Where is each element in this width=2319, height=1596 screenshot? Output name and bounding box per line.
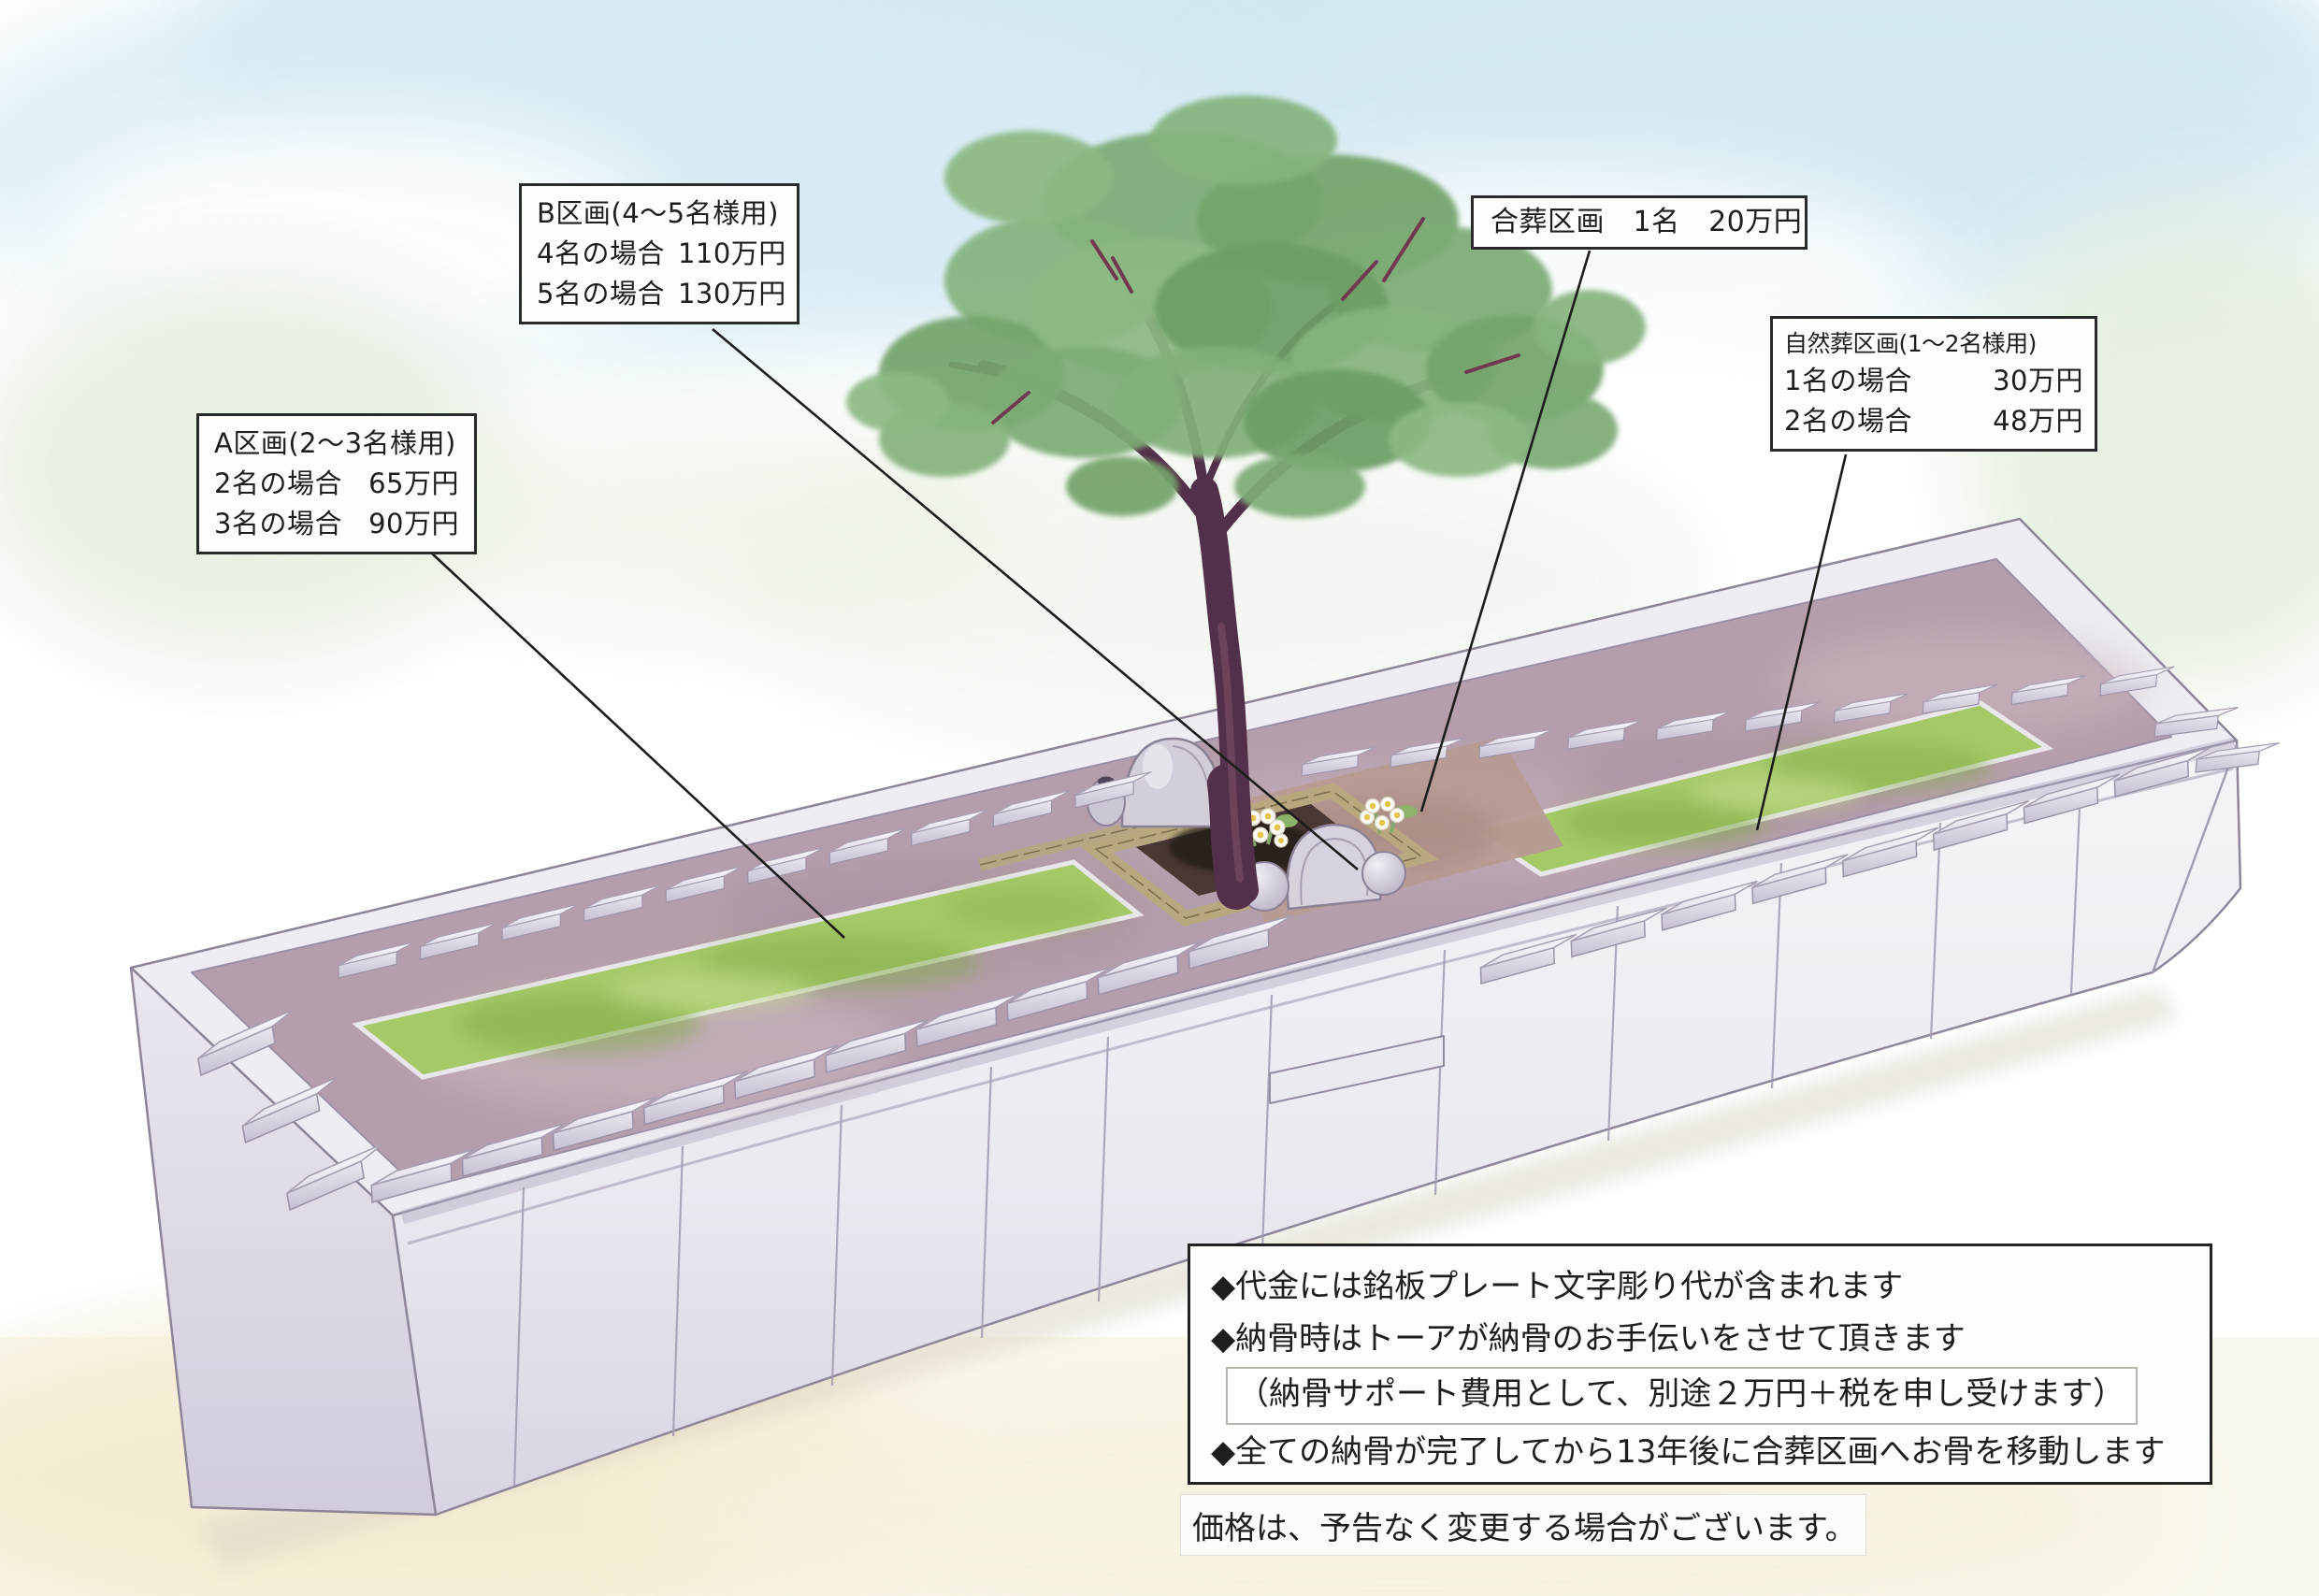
note-line-2: ◆納骨時はトーアが納骨のお手伝いをさせて頂きます (1211, 1319, 1966, 1358)
tree-icon (846, 95, 1646, 910)
callout-line-gassou (1419, 250, 1592, 812)
shizensou-row-2: 2名の場合 48万円 (1784, 404, 2083, 437)
callout-line-b-section (712, 328, 1359, 870)
flower-vase-right (1359, 796, 1418, 896)
shizensou-title: 自然葬区画(1～2名様用) (1784, 330, 2037, 357)
grass-strip-a-section (352, 859, 1145, 1080)
section-a-row-1: 2名の場合 65万円 (214, 467, 459, 499)
section-b-title: B区画(4～5名様用) (537, 197, 779, 229)
shizensou-row-1: 1名の場合 30万円 (1784, 365, 2083, 396)
callout-line-shizensou (1755, 453, 1848, 831)
note-line-1: ◆代金には銘板プレート文字彫り代が含まれます (1211, 1268, 1904, 1305)
section-a-row-2: 3名の場合 90万円 (214, 507, 459, 539)
callout-gassou: 合葬区画 1名 20万円 (1471, 195, 1808, 250)
memorial-dome-stone (1120, 737, 1225, 828)
callout-section-b: B区画(4～5名様用) 4名の場合 110万円 5名の場合 130万円 (519, 183, 799, 324)
tree-foliage (846, 95, 1646, 518)
callout-line-a-section (431, 553, 845, 939)
disclaimer-text: 価格は、予告なく変更する場合がございます。 (1192, 1509, 1857, 1547)
front-panel-seams (512, 785, 2082, 1487)
note-line-4: ◆全ての納骨が完了してから13年後に合葬区画へお骨を移動します (1211, 1433, 2166, 1472)
note-subbox: （納骨サポート費用として、別途２万円＋税を申し受けます） (1226, 1367, 2139, 1426)
grass-strip-natural-section (1467, 700, 2054, 877)
notes-box: ◆代金には銘板プレート文字彫り代が含まれます ◆納骨時はトーアが納骨のお手伝いを… (1188, 1244, 2212, 1485)
section-b-row-2: 5名の場合 130万円 (537, 277, 786, 309)
gassou-text: 合葬区画 1名 20万円 (1491, 205, 1803, 238)
callout-shizensou: 自然葬区画(1～2名様用) 1名の場合 30万円 2名の場合 48万円 (1770, 316, 2097, 452)
front-niche-seam (1269, 1035, 1445, 1104)
section-a-title: A区画(2～3名様用) (214, 427, 456, 459)
section-b-row-1: 4名の場合 110万円 (537, 237, 786, 269)
callout-section-a: A区画(2～3名様用) 2名の場合 65万円 3名の場合 90万円 (196, 413, 477, 554)
disclaimer-strip: 価格は、予告なく変更する場合がございます。 (1180, 1494, 1866, 1556)
